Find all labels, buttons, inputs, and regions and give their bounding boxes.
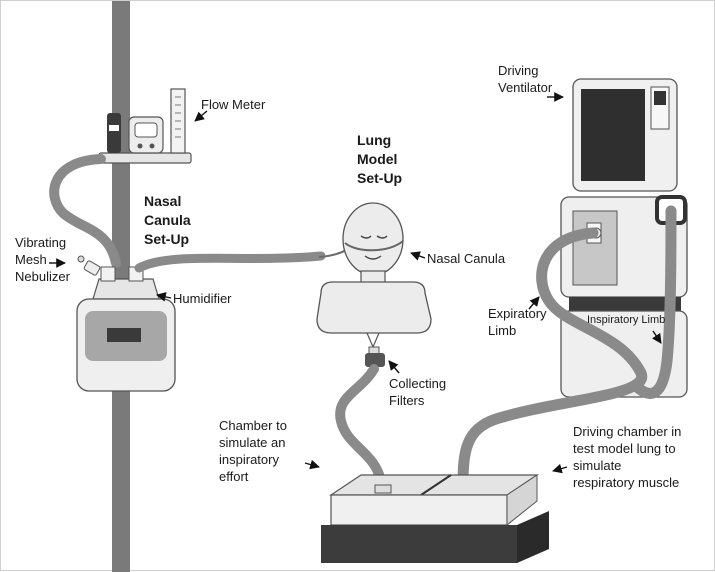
test-lung-icon bbox=[321, 474, 549, 563]
label-driving-chamber: Driving chamber in test model lung to si… bbox=[573, 424, 682, 490]
label-expiratory-limb: Expiratory Limb bbox=[488, 306, 547, 338]
arrow-chamber-inspiratory bbox=[304, 459, 320, 470]
arrow-nasal-canula bbox=[410, 251, 426, 261]
arrow-collecting-filters bbox=[388, 360, 400, 374]
label-nasal-canula: Nasal Canula bbox=[427, 251, 506, 266]
collecting-filter-icon bbox=[365, 346, 385, 367]
arrow-humidifier bbox=[156, 292, 172, 302]
expiratory-limb-tube bbox=[457, 227, 648, 491]
label-vibrating-mesh-nebulizer: Vibrating Mesh Nebulizer bbox=[15, 235, 70, 284]
flow-meter-icon bbox=[98, 88, 192, 164]
canula-tube bbox=[134, 251, 326, 273]
arrow-flow-meter bbox=[194, 110, 208, 122]
label-lung-model-setup: Lung Model Set-Up bbox=[357, 132, 403, 186]
label-driving-ventilator: Driving Ventilator bbox=[498, 63, 553, 95]
arrow-driving-chamber bbox=[552, 463, 568, 474]
label-chamber-inspiratory: Chamber to simulate an inspiratory effor… bbox=[219, 418, 287, 484]
label-collecting-filters: Collecting Filters bbox=[389, 376, 447, 408]
label-humidifier: Humidifier bbox=[173, 291, 232, 306]
arrow-expiratory-limb bbox=[528, 296, 540, 310]
label-flow-meter: Flow Meter bbox=[201, 97, 266, 112]
label-inspiratory-limb: Inspiratory Limb bbox=[587, 314, 666, 326]
label-nasal-canula-setup: Nasal Canula Set-Up bbox=[144, 193, 191, 247]
humidifier-icon bbox=[76, 266, 176, 392]
oxygen-tube bbox=[49, 154, 121, 268]
filter-tube bbox=[335, 364, 386, 488]
nebulizer-icon bbox=[77, 255, 101, 276]
arrow-inspiratory-limb bbox=[652, 330, 662, 344]
mannequin-icon bbox=[316, 202, 432, 349]
inspiratory-limb-tube bbox=[631, 205, 677, 399]
